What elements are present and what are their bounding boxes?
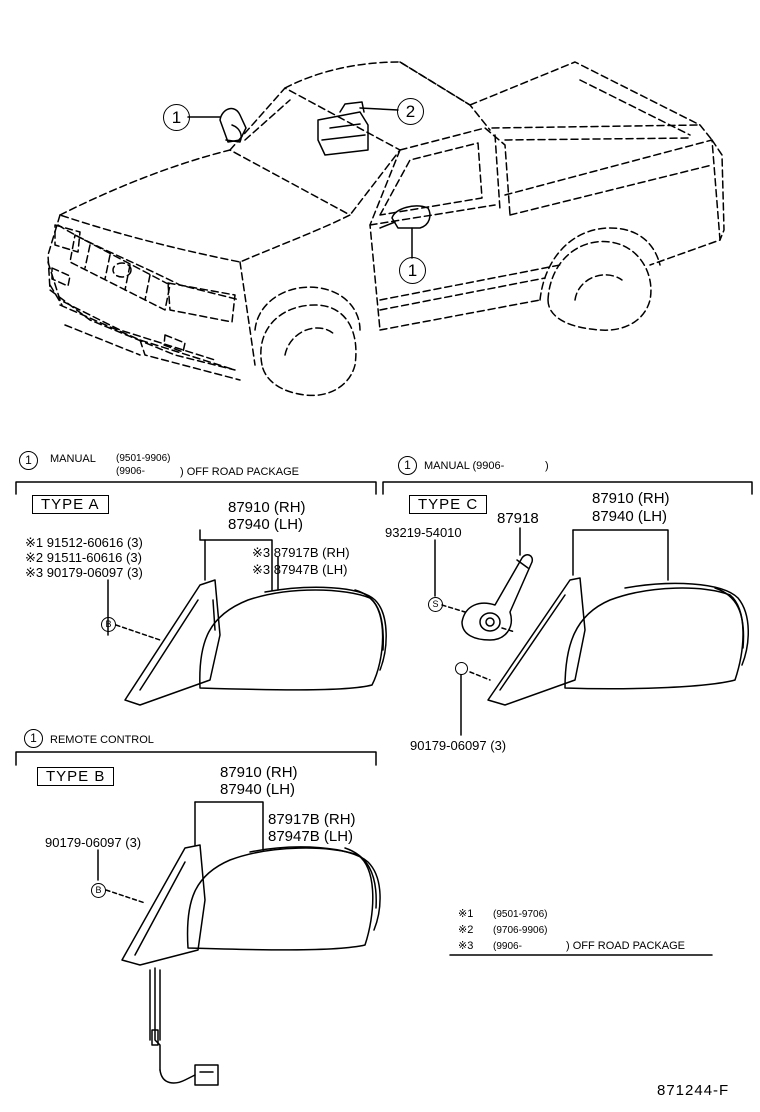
sec1-note-1: ※1 91512-60616 (3) [25,535,143,550]
sec2-mirror-rh: 87910 (RH) [592,490,670,507]
callout-1-right: 1 [399,257,426,284]
legend-mark-1: ※1 [458,908,474,920]
legend-suffix-3: ) OFF ROAD PACKAGE [566,940,685,952]
sec3-mirror-rh: 87910 (RH) [220,764,298,781]
type-b-mirror-drawing [121,844,381,966]
truck-inner-mirror-outline [317,101,369,156]
sec1-date2-suffix: ) OFF ROAD PACKAGE [180,466,299,478]
sec1-date2: (9906- [116,466,145,477]
figure-id: 871244-F [657,1082,730,1099]
sec3-mirror-lh: 87940 (LH) [220,781,296,798]
legend-mark-3: ※3 [458,940,474,952]
sec3-glass-rh: 87917B (RH) [268,811,356,828]
legend-mark-2: ※2 [458,924,474,936]
sec1-title: MANUAL [50,453,96,465]
type-b-label: TYPE B [37,767,115,786]
legend-text-1: (9501-9706) [493,909,548,920]
sec1-note-2: ※2 91511-60616 (3) [25,550,142,565]
remote-wire-drawing [149,967,219,1086]
sec3-title: REMOTE CONTROL [50,734,154,746]
sec1-b-mark: B [101,617,116,632]
sec2-mirror-lh: 87940 (LH) [592,508,668,525]
sec1-date1: (9501-9906) [116,453,171,464]
type-c-mirror-drawing [487,577,749,706]
sec1-mirror-lh: 87940 (LH) [228,516,304,533]
type-a-mirror-drawing [124,579,387,706]
sec3-circle-label: 1 [24,729,43,748]
truck-right-mirror-outline [379,205,431,229]
type-c-label: TYPE C [409,495,488,514]
sec2-circle-label: 1 [398,456,417,475]
sec1-glass-lh: ※3 87947B (LH) [252,562,348,577]
type-a-label: TYPE A [32,495,109,514]
sec2-s-mark: S [428,597,443,612]
callout-2: 2 [397,98,424,125]
sec3-nut: 90179-06097 (3) [45,835,142,850]
adjust-lever-drawing [461,554,534,641]
sec2-nut-mark [455,662,468,675]
sec1-mirror-rh: 87910 (RH) [228,499,306,516]
sec2-title-suffix: ) [545,460,549,472]
sec1-note-3: ※3 90179-06097 (3) [25,565,143,580]
sec1-glass-rh: ※3 87917B (RH) [252,545,350,560]
sec3-glass-lh: 87947B (LH) [268,828,354,845]
legend-text-2: (9706-9906) [493,925,548,936]
legend-text-3: (9906- [493,941,522,952]
sec3-b-mark: B [91,883,106,898]
sec2-screw: 93219-54010 [385,525,462,540]
sec1-circle-label: 1 [19,451,38,470]
pickup-truck-illustration [47,61,725,397]
sec2-title: MANUAL (9906- [424,460,505,472]
truck-left-mirror-outline [219,107,247,143]
callout-1-left: 1 [163,104,190,131]
sec2-lever: 87918 [497,510,539,527]
sec2-nut: 90179-06097 (3) [410,738,507,753]
